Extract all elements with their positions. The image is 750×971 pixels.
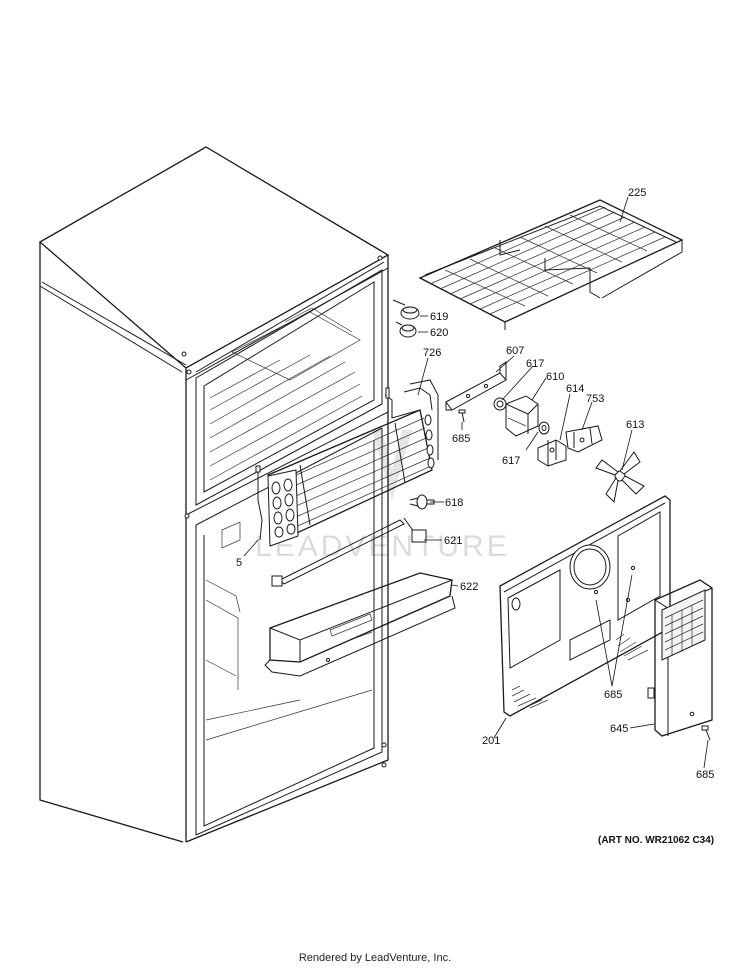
- wire-shelf: [418, 199, 684, 330]
- callout-685-cover: 685: [696, 769, 714, 781]
- leader-lines: [243, 196, 709, 769]
- callout-labels: 225 619 620 726 607 617 610 614 753 685 …: [236, 187, 714, 781]
- callout-622: 622: [460, 581, 478, 593]
- motor-mounts: [537, 425, 603, 467]
- callout-620: 620: [430, 327, 448, 339]
- callout-607: 607: [506, 345, 524, 357]
- rear-cover: [647, 579, 713, 741]
- small-components: [392, 299, 420, 338]
- callout-225: 225: [628, 187, 646, 199]
- callout-617-top: 617: [526, 358, 544, 370]
- heater-wire: [255, 465, 263, 541]
- defrost-heater: [271, 494, 435, 587]
- footer-credit: Rendered by LeadVenture, Inc.: [298, 952, 452, 964]
- fan-motor: [493, 395, 550, 437]
- callout-619: 619: [430, 311, 448, 323]
- callout-614: 614: [566, 383, 584, 395]
- callout-618: 618: [445, 497, 463, 509]
- callout-685-panel: 685: [604, 689, 622, 701]
- callout-613: 613: [626, 419, 644, 431]
- callout-726: 726: [423, 347, 441, 359]
- rear-panel: [499, 495, 671, 717]
- refrigerator-cabinet: [38, 146, 390, 843]
- callout-201: 201: [482, 735, 500, 747]
- callout-753: 753: [586, 393, 604, 405]
- callout-621: 621: [444, 535, 462, 547]
- callout-685-bracket: 685: [452, 433, 470, 445]
- drain-tray: [264, 572, 456, 677]
- fan-blade: [595, 451, 645, 504]
- fan-bracket: [445, 361, 507, 423]
- callout-645: 645: [610, 723, 628, 735]
- callout-617-bottom: 617: [502, 455, 520, 467]
- art-number: (ART NO. WR21062 C34): [598, 835, 714, 846]
- evaporator: [267, 379, 439, 547]
- callout-610: 610: [546, 371, 564, 383]
- callout-5: 5: [236, 557, 242, 569]
